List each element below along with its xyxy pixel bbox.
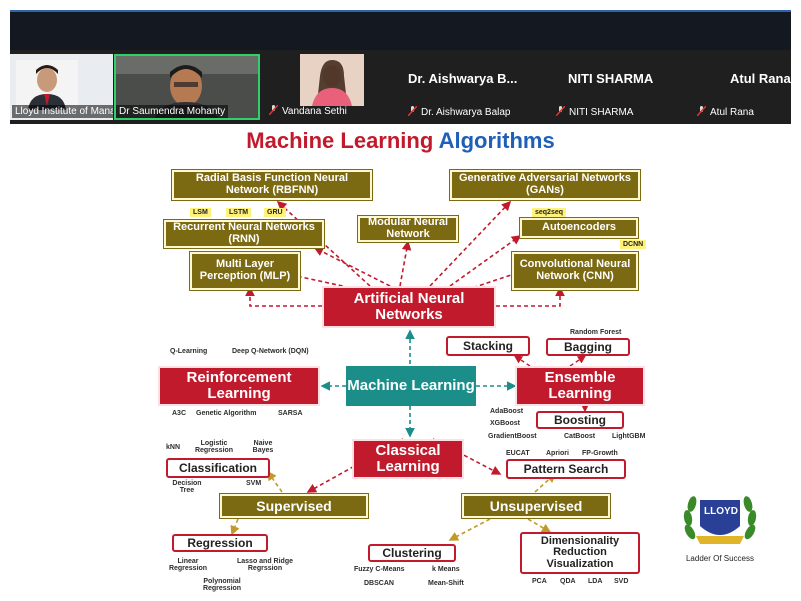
title-part-red: Machine Learning — [246, 128, 434, 153]
meeting-window: Lloyd Institute of Mana... Dr Saumendra … — [10, 10, 791, 593]
ensemble-learning-node: Ensemble Learning — [515, 366, 645, 406]
algo-label: LightGBM — [612, 433, 646, 440]
algo-label: LDA — [588, 578, 603, 585]
algo-label: Lasso and Ridge Regrssion — [236, 558, 293, 573]
classification-node: Classification — [166, 458, 270, 478]
algo-label: Deep Q-Network (DQN) — [232, 348, 309, 355]
classical-learning-node: Classical Learning — [352, 439, 464, 479]
modular-nn-node: Modular Neural Network — [357, 215, 459, 243]
title-part-blue: Algorithms — [438, 128, 555, 153]
algo-label: Logistic Regression — [194, 440, 234, 455]
algo-label: SVM — [246, 480, 262, 487]
participant-tile-label: Dr Saumendra Mohanty — [116, 105, 229, 118]
algo-chip: LSTM — [226, 208, 252, 217]
algo-label: Fuzzy C-Means — [354, 566, 405, 573]
algo-label: Q-Learning — [170, 348, 208, 355]
cnn-node: Convolutional Neural Network (CNN) — [511, 251, 639, 291]
participant-strip: Lloyd Institute of Mana... Dr Saumendra … — [10, 50, 791, 124]
algo-label: CatBoost — [564, 433, 596, 440]
algo-label: kNN — [166, 444, 181, 451]
algo-chip: DCNN — [620, 240, 647, 249]
participant-name: Dr. Aishwarya Balap — [421, 107, 511, 118]
machine-learning-center-node: Machine Learning — [346, 366, 476, 406]
mic-muted-icon — [697, 106, 706, 116]
algo-label: PCA — [532, 578, 547, 585]
algo-label: Mean-Shift — [428, 580, 464, 587]
mic-muted-icon — [269, 105, 278, 115]
mic-muted-icon — [556, 106, 565, 116]
algo-chip: seq2seq — [532, 208, 567, 217]
participant-tile-label-row: NITI SHARMA — [556, 106, 633, 118]
boosting-node: Boosting — [536, 411, 624, 429]
meeting-top-bar — [10, 10, 791, 50]
algo-label: QDA — [560, 578, 576, 585]
logo-badge-text: LLOYD — [704, 506, 738, 517]
gan-node: Generative Adversarial Networks (GANs) — [449, 169, 641, 201]
autoencoders-node: Autoencoders — [519, 217, 639, 239]
algo-label: SARSA — [278, 410, 303, 417]
algo-label: Genetic Algorithm — [196, 410, 257, 417]
algo-label: Polynomial Regression — [202, 578, 242, 593]
algo-label: AdaBoost — [490, 408, 524, 415]
participant-tile[interactable]: Vandana Sethi — [264, 54, 404, 120]
mic-muted-icon — [408, 106, 417, 116]
diagram-connectors — [230, 200, 590, 541]
algo-label: Decision Tree — [172, 480, 202, 495]
participant-display-name: Dr. Aishwarya B... — [408, 71, 518, 86]
regression-node: Regression — [172, 534, 268, 552]
participant-tile-label: Lloyd Institute of Mana... — [12, 105, 113, 118]
algo-label: GradientBoost — [488, 433, 537, 440]
reinforcement-learning-node: Reinforcement Learning — [158, 366, 320, 406]
participant-tile-label-row: Atul Rana — [697, 106, 754, 118]
participant-display-name: Atul Rana — [730, 71, 791, 86]
pattern-search-node: Pattern Search — [506, 459, 626, 479]
ann-node: Artificial Neural Networks — [322, 286, 496, 328]
algo-label: FP-Growth — [582, 450, 618, 457]
participant-name: Vandana Sethi — [282, 106, 347, 117]
dimensionality-reduction-node: Dimensionality Reduction Visualization — [520, 532, 640, 574]
algo-chip: GRU — [264, 208, 286, 217]
unsupervised-node: Unsupervised — [461, 493, 611, 519]
laurel-badge-icon — [683, 496, 757, 544]
rnn-node: Recurrent Neural Networks (RNN) — [163, 219, 325, 249]
lloyd-logo: LLOYD Ladder Of Success — [678, 492, 762, 572]
logo-tagline: Ladder Of Success — [685, 554, 755, 563]
algo-label: XGBoost — [490, 420, 520, 427]
algo-label: A3C — [172, 410, 187, 417]
algo-label: EUCAT — [506, 450, 530, 457]
participant-tile-active-speaker[interactable]: Dr Saumendra Mohanty — [114, 54, 260, 120]
participant-name: NITI SHARMA — [569, 107, 634, 118]
bagging-node: Bagging — [546, 338, 630, 356]
participant-tile-label: Vandana Sethi — [266, 104, 350, 118]
participant-display-name: NITI SHARMA — [568, 71, 654, 86]
mlp-node: Multi Layer Perception (MLP) — [189, 251, 301, 291]
participant-tile[interactable]: Lloyd Institute of Mana... — [10, 54, 113, 120]
clustering-node: Clustering — [368, 544, 456, 562]
participant-video — [264, 54, 404, 120]
slide-title: Machine Learning Algorithms — [10, 128, 791, 154]
algo-label: SVD — [614, 578, 629, 585]
algo-label: Linear Regression — [168, 558, 208, 573]
rbfnn-node: Radial Basis Function Neural Network (RB… — [171, 169, 373, 201]
supervised-node: Supervised — [219, 493, 369, 519]
algo-label: Apriori — [546, 450, 569, 457]
participant-tile-label-row: Dr. Aishwarya Balap — [408, 106, 511, 118]
participant-name: Atul Rana — [710, 107, 754, 118]
shared-slide: Machine Learning Algorithms Radial Basis… — [10, 124, 791, 593]
algo-label: DBSCAN — [364, 580, 394, 587]
algo-label: k Means — [432, 566, 460, 573]
algo-label: Naive Bayes — [252, 440, 274, 455]
stacking-node: Stacking — [446, 336, 530, 356]
algo-chip: LSM — [190, 208, 211, 217]
algo-label: Random Forest — [570, 329, 622, 336]
